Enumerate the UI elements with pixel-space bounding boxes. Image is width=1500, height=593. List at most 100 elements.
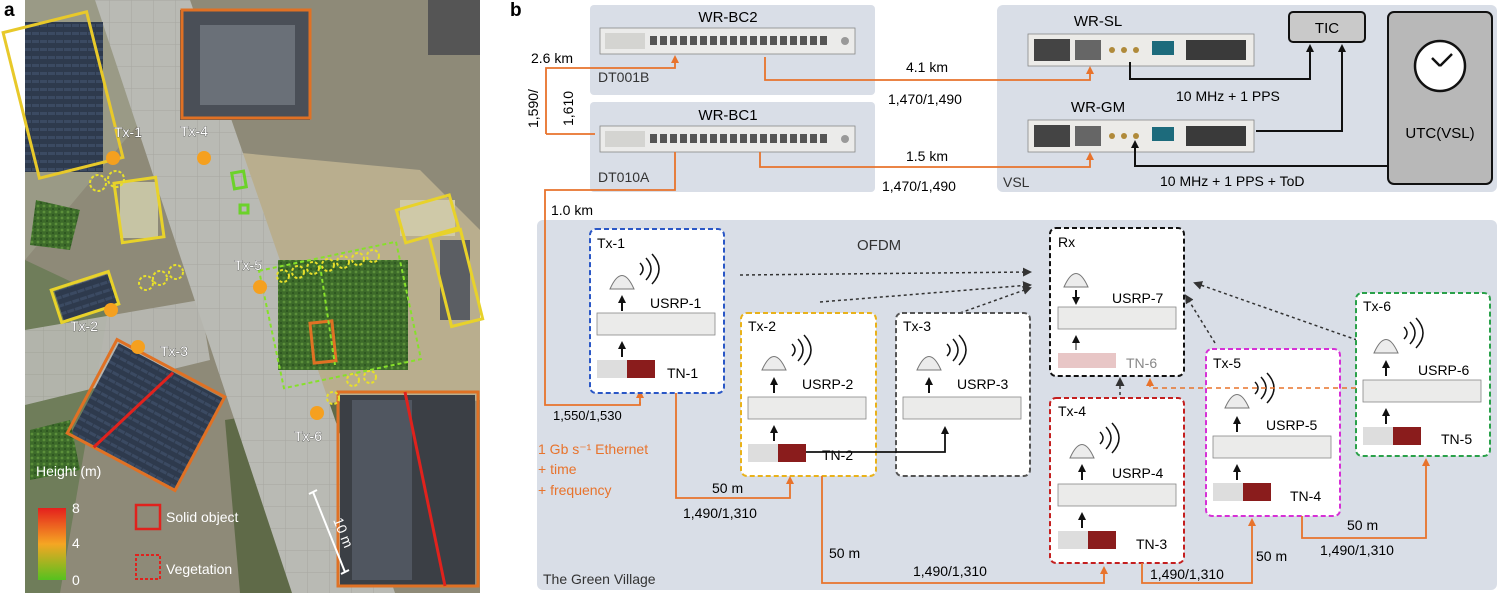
bc2-bc1-wavelength-2: 1,610 [560, 91, 576, 126]
tn1-label: TN-1 [667, 365, 698, 381]
bc1-tn1-distance: 1.0 km [551, 202, 593, 218]
ofdm-tx1-rx-2 [819, 281, 1032, 303]
map-legend: Height (m) 8 4 0 Solid object Vegetation [36, 463, 238, 588]
l2-wavelength: 1,490/1,310 [913, 563, 987, 579]
frequency-label: + frequency [538, 482, 612, 498]
tx5-point [253, 280, 267, 294]
bc2-bc1-wavelength-1: 1,590/ [525, 89, 541, 128]
green-village-label: The Green Village [543, 571, 656, 587]
tx1-title: Tx-1 [597, 235, 625, 251]
height-colorbar [38, 508, 66, 580]
tx3-map-label: Tx-3 [160, 343, 188, 359]
tx3-point [131, 340, 145, 354]
panel-a: a [1, 0, 485, 593]
sl-to-tic-link [1129, 44, 1314, 80]
tn3-label: TN-3 [1136, 536, 1167, 552]
vegetation-legend-label: Vegetation [166, 561, 232, 577]
tx6-map-label: Tx-6 [294, 428, 322, 444]
bc1-gm-fiber [759, 152, 1094, 168]
tx2-map-label: Tx-2 [70, 318, 98, 334]
usrp5-label: USRP-5 [1266, 417, 1318, 433]
usrp6-label: USRP-6 [1418, 362, 1470, 378]
gm-to-tic-link [1256, 44, 1346, 132]
tic-box: TIC [1288, 11, 1366, 43]
solid-legend-label: Solid object [166, 509, 238, 525]
wr-bc1-device: WR-BC1 DT010A [598, 107, 856, 185]
ofdm-tx1-rx-1 [739, 267, 1032, 277]
tx-points: Tx-1 Tx-4 Tx-5 Tx-2 Tx-3 Tx-6 [70, 123, 324, 444]
wr-bc2-title: WR-BC2 [698, 9, 757, 26]
tx3-title: Tx-3 [903, 318, 931, 334]
usrp3-label: USRP-3 [957, 376, 1009, 392]
panel-b-letter: b [510, 0, 522, 21]
wr-bc1-title: WR-BC1 [698, 107, 757, 124]
tn5-label: TN-5 [1441, 431, 1472, 447]
tx1-point [106, 151, 120, 165]
l4-wavelength: 1,490/1,310 [1320, 542, 1394, 558]
tx4-node: Tx-4 USRP-4 TN-3 [1049, 397, 1185, 564]
tn4-label: TN-4 [1290, 488, 1321, 504]
wr-gm-title: WR-GM [1071, 99, 1125, 116]
dt010a-label: DT010A [598, 169, 650, 185]
time-label: + time [538, 461, 577, 477]
usrp7-label: USRP-7 [1112, 290, 1164, 306]
tic-label: TIC [1315, 20, 1339, 37]
bc2-link-distance: 4.1 km [906, 59, 948, 75]
tx6-point [310, 406, 324, 420]
tn1-wavelength: 1,550/1,530 [553, 408, 622, 423]
usrp2-label: USRP-2 [802, 376, 854, 392]
utc-vsl-box: UTC(VSL) [1387, 11, 1493, 185]
tn5-tn6-dashed-link [1146, 378, 1356, 389]
height-tick-4: 4 [72, 535, 80, 551]
tx1-map-label: Tx-1 [114, 124, 142, 140]
tx4-point [197, 151, 211, 165]
tn1-tn2-fiber [675, 393, 794, 499]
tx2-node: Tx-2 USRP-2 TN-2 [740, 312, 877, 477]
rx-title: Rx [1058, 234, 1075, 250]
l1-wavelength: 1,490/1,310 [683, 505, 757, 521]
tx4-title: Tx-4 [1058, 403, 1086, 419]
ofdm-tx3-rx [959, 286, 1032, 314]
tx2-title: Tx-2 [748, 318, 776, 334]
tn2-label: TN-2 [822, 447, 853, 463]
tn2-tn3-fiber [821, 476, 1108, 584]
tx5-map-label: Tx-5 [234, 257, 262, 273]
height-legend-title: Height (m) [36, 463, 101, 479]
wr-bc2-device: WR-BC2 DT001B [598, 9, 856, 85]
usrp1-label: USRP-1 [650, 295, 702, 311]
wr-sl-title: WR-SL [1074, 13, 1122, 30]
panel-b: b WR-BC2 DT001B WR-BC1 DT010A [510, 0, 1497, 590]
l2-distance: 50 m [829, 545, 860, 561]
bc2-link-wavelength: 1,470/1,490 [888, 91, 962, 107]
tx5-title: Tx-5 [1213, 355, 1241, 371]
height-tick-8: 8 [72, 500, 80, 516]
tx3-node: Tx-3 USRP-3 [895, 312, 1031, 477]
utc-to-gm-link [1131, 140, 1388, 167]
ethernet-label: 1 Gb s⁻¹ Ethernet [538, 441, 648, 457]
solid-legend-swatch [134, 503, 162, 531]
aerial-map [1, 0, 485, 593]
tx6-node: Tx-6 USRP-6 TN-5 [1355, 292, 1491, 457]
tx6-title: Tx-6 [1363, 298, 1391, 314]
tn4-tn5-fiber [1301, 458, 1430, 539]
utc-vsl-label: UTC(VSL) [1405, 125, 1474, 142]
usrp4-label: USRP-4 [1112, 465, 1164, 481]
tx1-node: Tx-1 USRP-1 TN-1 [589, 228, 725, 394]
bc2-sl-fiber [764, 57, 1094, 81]
l3-wavelength: 1,490/1,310 [1150, 566, 1224, 582]
ofdm-tx6-rx [1193, 281, 1358, 341]
panel-a-letter: a [4, 0, 15, 21]
tn2-usrp3-link [806, 426, 949, 453]
ofdm-label: OFDM [857, 237, 901, 254]
l4-distance: 50 m [1347, 517, 1378, 533]
tx4-map-label: Tx-4 [180, 123, 208, 139]
rx-node: Rx USRP-7 TN-6 [1049, 227, 1185, 377]
bc1-link-wavelength: 1,470/1,490 [882, 178, 956, 194]
tn3-tn4-fiber [1141, 518, 1256, 584]
tx2-point [104, 303, 118, 317]
tn6-label: TN-6 [1126, 355, 1157, 371]
vsl-label: VSL [1003, 174, 1030, 190]
dt001b-label: DT001B [598, 69, 649, 85]
wr-sl-device: WR-SL [1027, 13, 1255, 67]
